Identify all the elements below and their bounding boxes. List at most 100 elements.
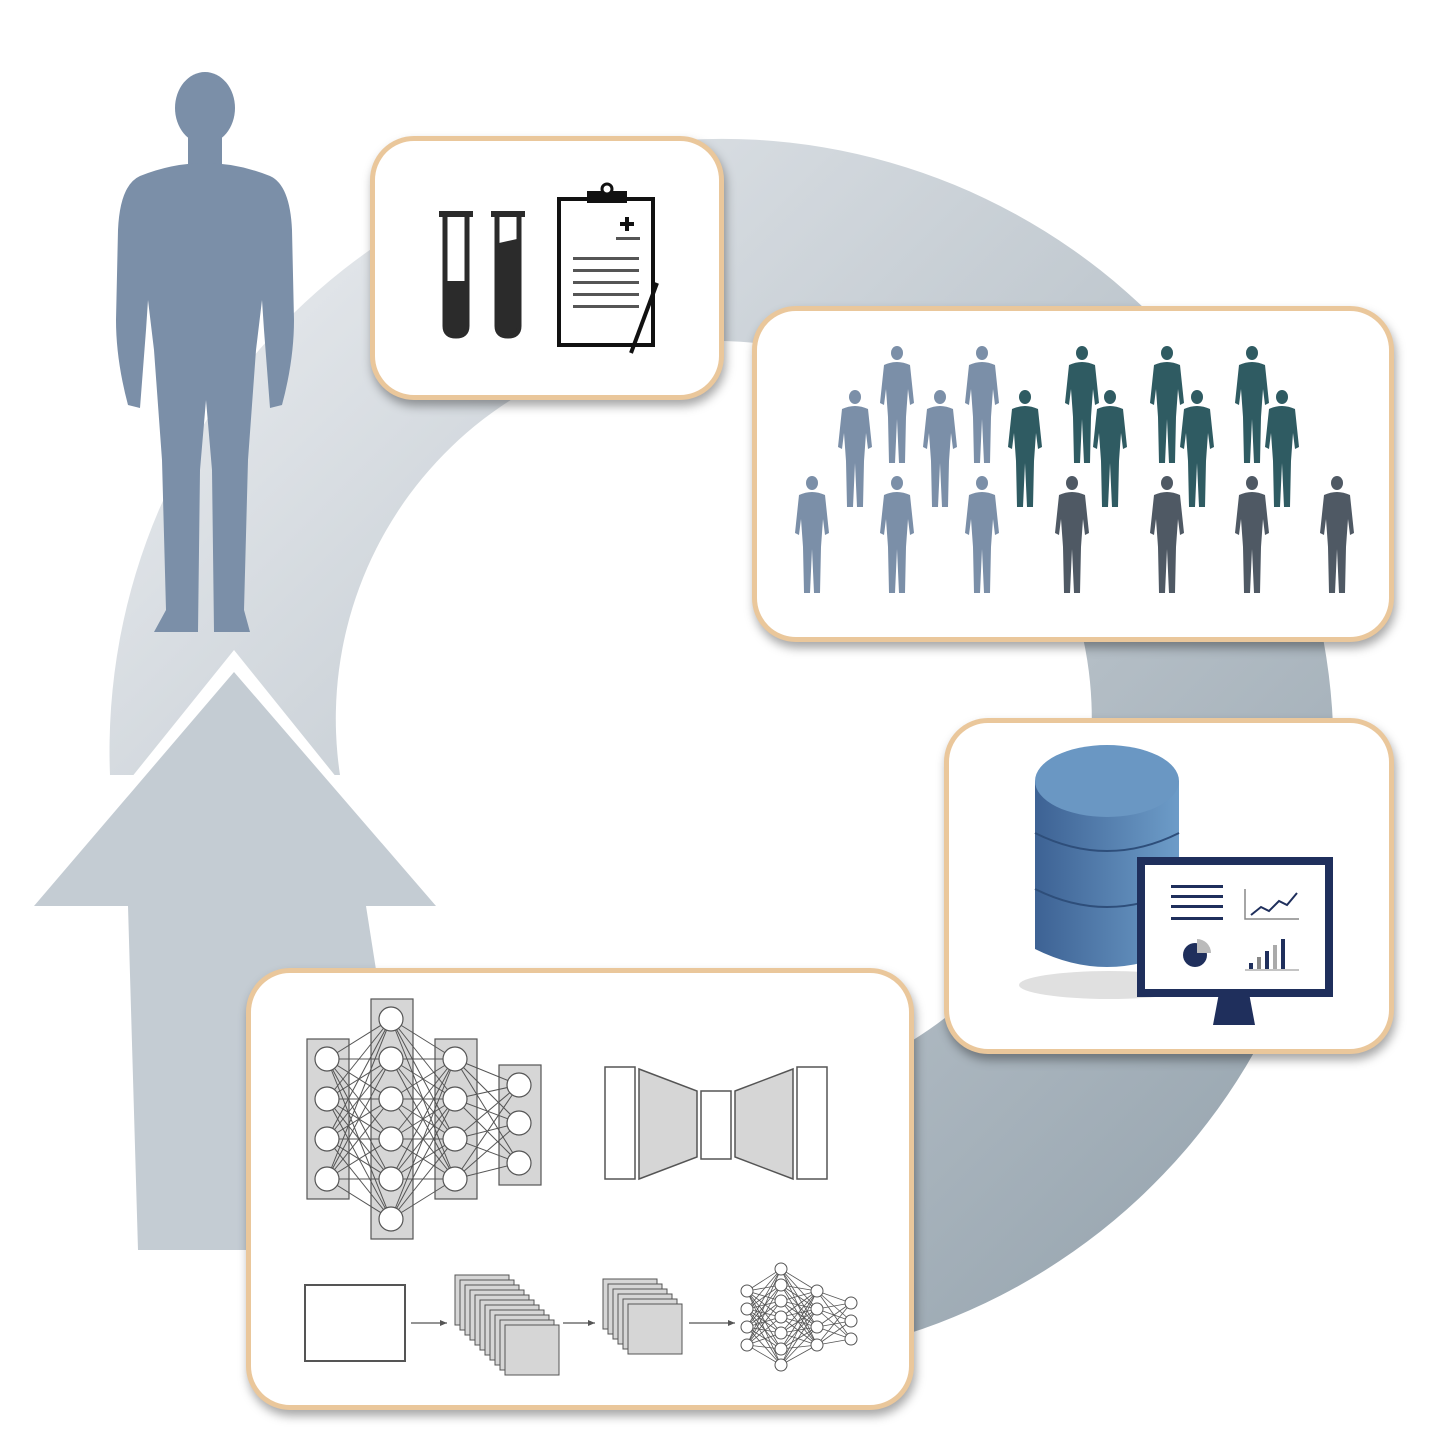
network-node <box>378 1006 404 1032</box>
bar-chart-icon <box>1245 939 1299 971</box>
feature-map <box>504 1324 560 1376</box>
panel-cohort <box>752 306 1394 642</box>
dense-edge <box>746 1308 782 1366</box>
line-chart-icon <box>1244 889 1299 920</box>
dense-edge <box>780 1308 818 1350</box>
pipeline-arrowhead <box>588 1320 595 1326</box>
tests-illustration <box>439 182 659 354</box>
dense-edge <box>780 1344 818 1366</box>
cnn-pipeline-icon <box>304 1262 858 1376</box>
person-main <box>116 72 294 632</box>
dense-edge <box>746 1290 782 1350</box>
dense-node <box>810 1320 824 1334</box>
database-illustration <box>1019 745 1333 1025</box>
dense-edge <box>746 1268 782 1346</box>
autoencoder-icon <box>604 1066 828 1181</box>
dense-node <box>810 1302 824 1316</box>
pipeline-arrowhead <box>440 1320 447 1326</box>
cohort-person-icon <box>1093 390 1127 507</box>
dense-edge <box>780 1284 818 1310</box>
clipboard-medical-record-icon <box>557 182 659 354</box>
cohort-person-icon <box>1150 476 1184 593</box>
dense-edge <box>780 1268 818 1292</box>
dense-edge <box>746 1344 782 1366</box>
network-node <box>442 1126 468 1152</box>
dense-edge <box>746 1290 782 1366</box>
cohort-people-icon <box>795 346 1354 593</box>
dense-edge <box>746 1284 782 1328</box>
network-node <box>314 1086 340 1112</box>
dense-edge <box>780 1326 818 1366</box>
dense-edge <box>746 1308 782 1334</box>
dense-node <box>844 1296 858 1310</box>
cohort-person-icon <box>1150 346 1184 463</box>
cohort-person-icon <box>838 390 872 507</box>
network-edge <box>454 1084 520 1140</box>
dense-edge <box>746 1284 782 1346</box>
dense-edge <box>746 1290 782 1334</box>
network-edge <box>390 1058 456 1220</box>
cohort-person-icon <box>965 476 999 593</box>
cohort-person-icon <box>1235 476 1269 593</box>
pooled-map <box>627 1303 683 1355</box>
panel-tests <box>370 136 724 400</box>
network-edge <box>390 1098 456 1220</box>
cohort-person-icon <box>1235 346 1269 463</box>
cohort-person-icon <box>880 476 914 593</box>
dense-edge <box>816 1302 852 1346</box>
network-edge <box>326 1018 392 1100</box>
cohort-person-icon <box>1265 390 1299 507</box>
cohort-person-icon <box>1320 476 1354 593</box>
network-node <box>378 1126 404 1152</box>
dense-edge <box>780 1300 818 1346</box>
dense-edge <box>780 1268 818 1310</box>
network-node <box>378 1086 404 1112</box>
dense-edge <box>746 1268 782 1328</box>
dense-edge <box>780 1290 818 1318</box>
dense-node <box>774 1294 788 1308</box>
network-edge <box>326 1098 392 1180</box>
pipeline-arrowhead <box>728 1320 735 1326</box>
network-edge <box>326 1018 392 1140</box>
dense-node <box>774 1326 788 1340</box>
dense-edge <box>780 1284 818 1346</box>
network-node <box>314 1046 340 1072</box>
pie-chart-icon <box>1183 939 1211 967</box>
network-node <box>442 1166 468 1192</box>
dense-edge <box>780 1300 818 1328</box>
dense-edge <box>780 1268 818 1328</box>
network-node <box>314 1166 340 1192</box>
dense-edge <box>780 1316 818 1346</box>
network-edge <box>326 1018 392 1180</box>
network-node <box>378 1206 404 1232</box>
dense-edge <box>746 1326 782 1366</box>
network-node <box>314 1126 340 1152</box>
dense-node <box>740 1284 754 1298</box>
dense-edge <box>780 1268 818 1346</box>
cohort-person-icon <box>923 390 957 507</box>
network-layer <box>370 998 414 1240</box>
network-node <box>442 1086 468 1112</box>
dense-edge <box>780 1290 818 1366</box>
dense-edge <box>816 1320 852 1346</box>
panel-models <box>246 968 914 1410</box>
dense-edge <box>746 1284 782 1310</box>
dense-edge <box>746 1308 782 1350</box>
dense-edge <box>780 1290 818 1334</box>
dense-node <box>844 1332 858 1346</box>
network-edge <box>326 1058 392 1180</box>
cohort-person-icon <box>1008 390 1042 507</box>
network-node <box>506 1110 532 1136</box>
cohort-person-icon <box>1055 476 1089 593</box>
dense-edge <box>816 1302 852 1328</box>
dense-edge <box>746 1268 782 1310</box>
models-illustration <box>304 998 858 1376</box>
cohort-person-icon <box>1065 346 1099 463</box>
panel-database <box>944 718 1394 1054</box>
cohort-person-icon <box>1180 390 1214 507</box>
dense-node <box>774 1262 788 1276</box>
dense-node <box>774 1310 788 1324</box>
input-image <box>304 1284 406 1362</box>
dense-edge <box>780 1308 818 1366</box>
